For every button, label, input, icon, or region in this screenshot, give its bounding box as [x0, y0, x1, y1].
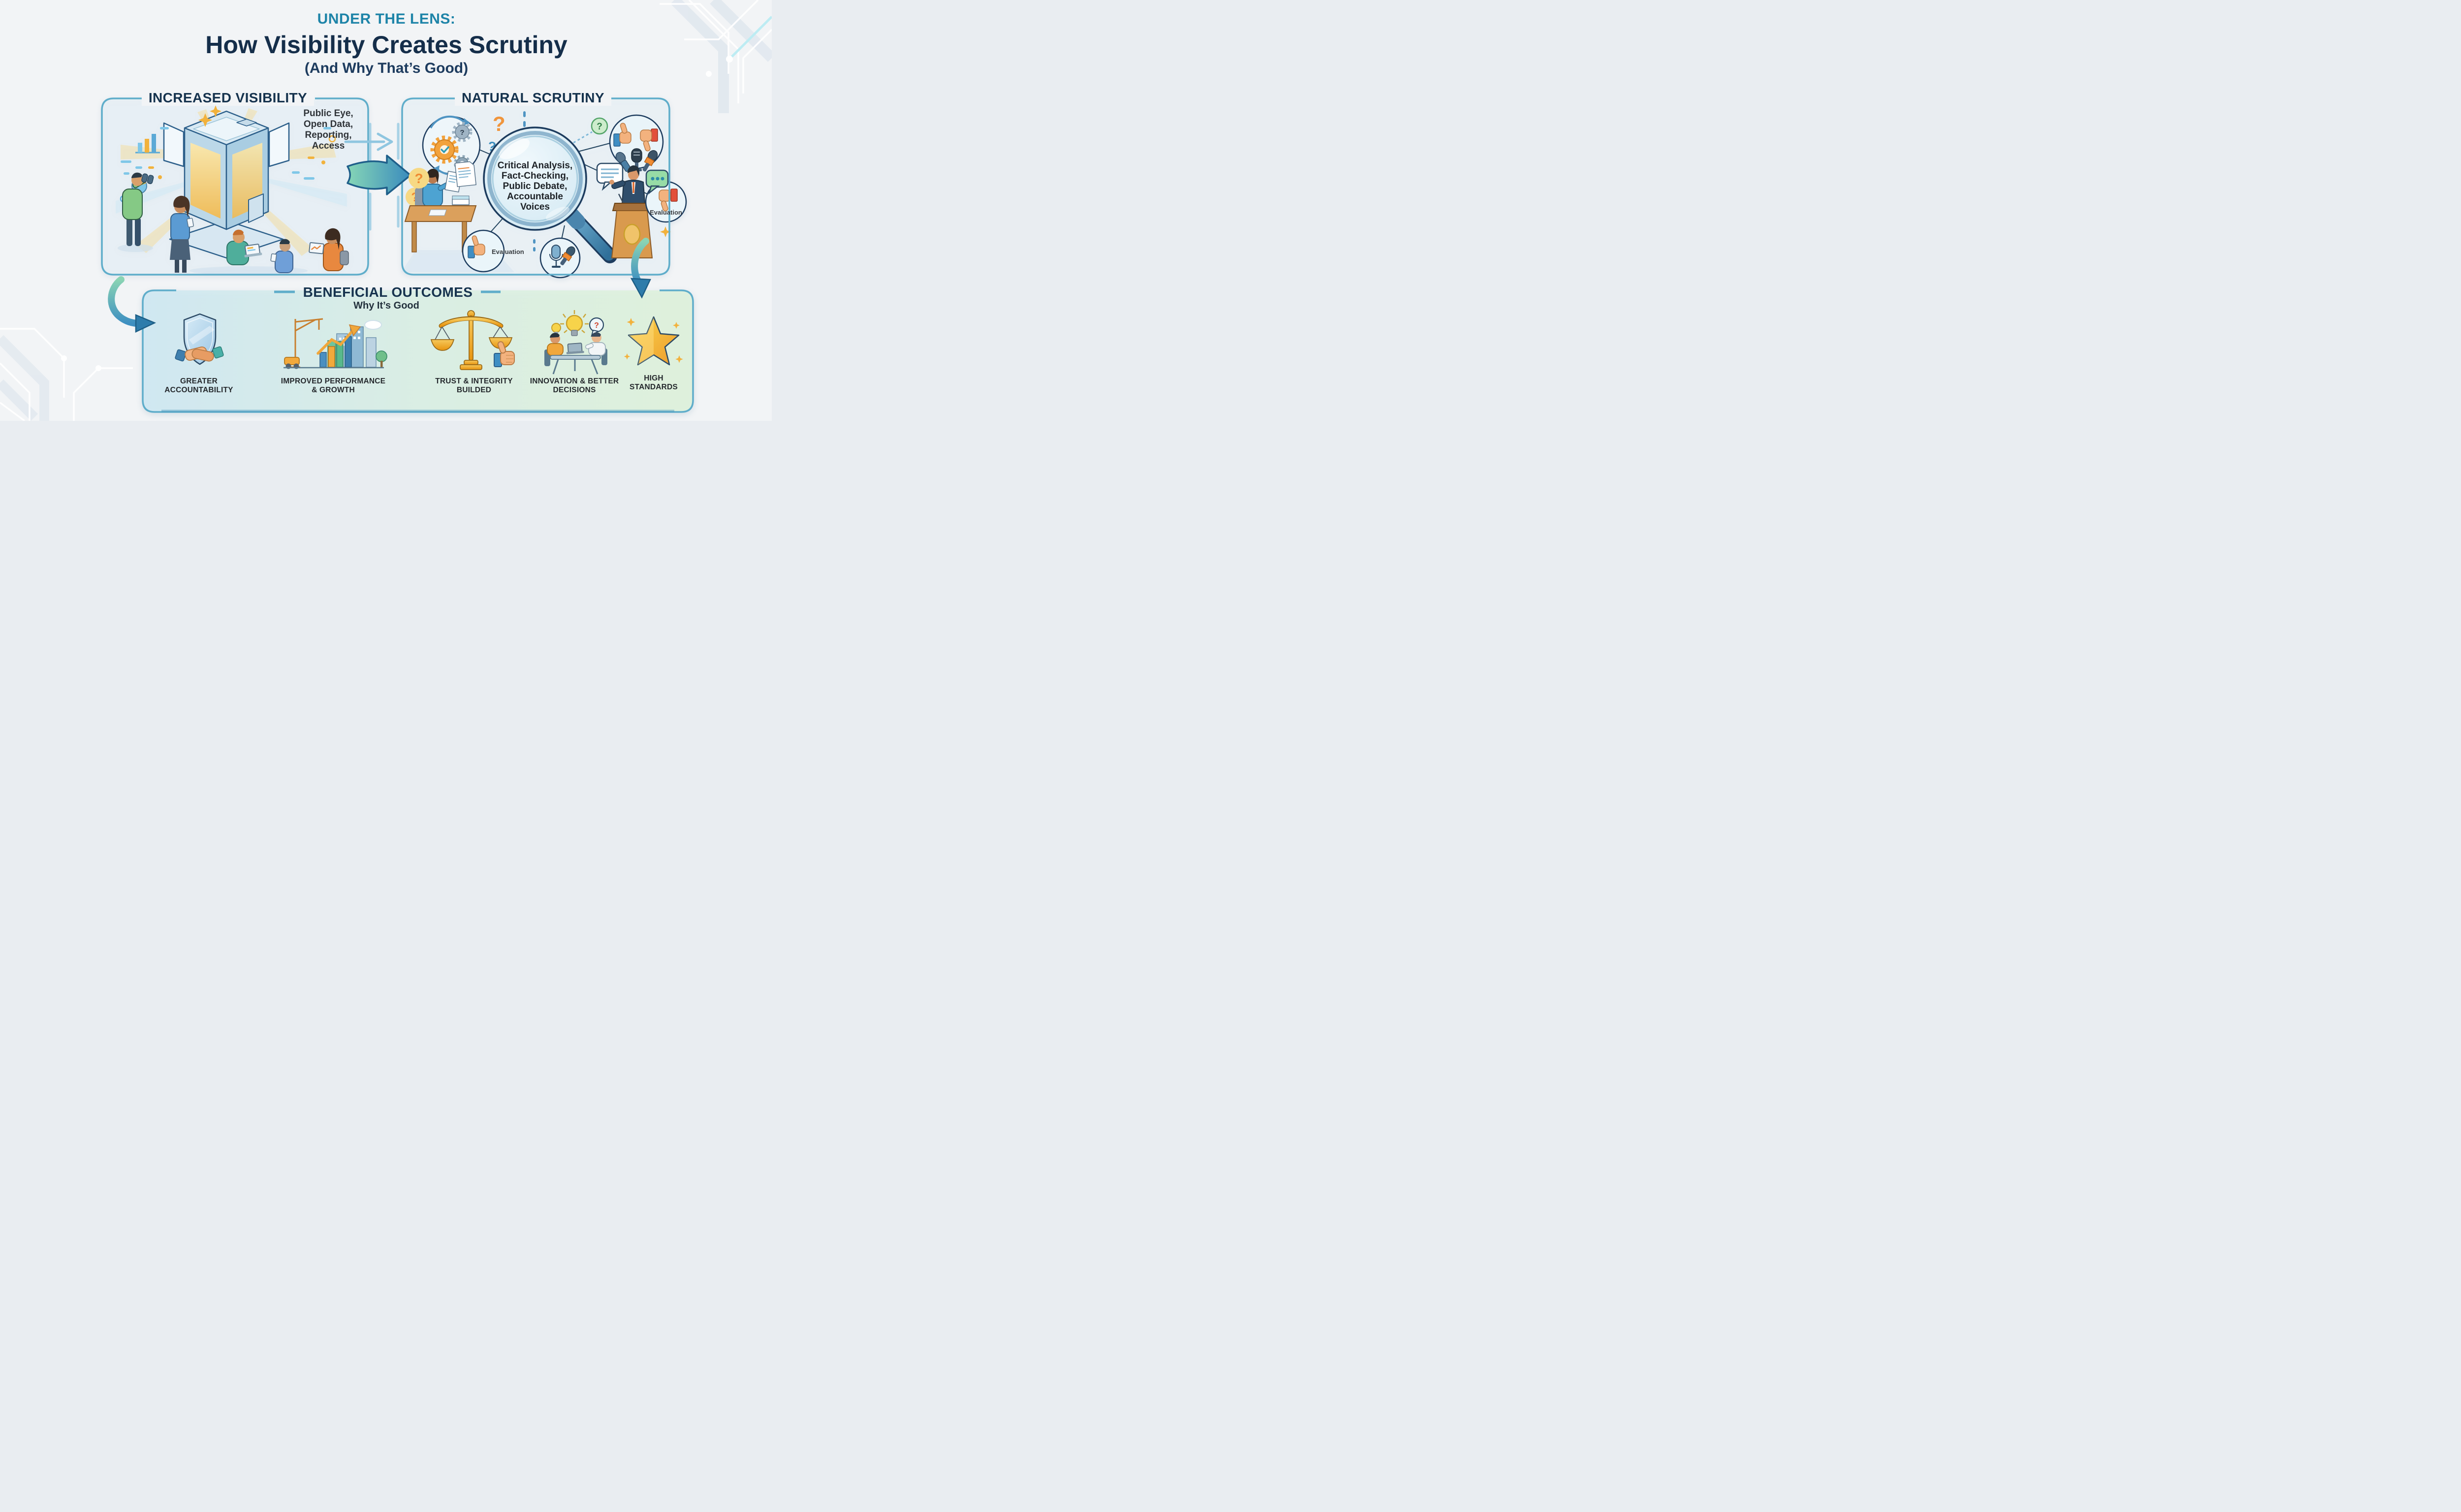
star-icon: [624, 316, 683, 366]
circuit-decoration-top-right: [660, 0, 772, 113]
svg-text:?: ?: [597, 122, 602, 132]
binoculars-person-icon: [122, 172, 154, 246]
magnifier-icon: [483, 126, 617, 263]
scales-thumbs-up-icon: [430, 310, 515, 370]
sparkle-icon: [198, 113, 212, 127]
bar-chart-icon: [135, 134, 160, 154]
svg-text:?: ?: [594, 321, 599, 330]
document-icon: [454, 161, 476, 188]
outcome-label: HIGH STANDARDS: [630, 374, 678, 391]
thumbs-up-icon: [494, 341, 515, 367]
visibility-note: Public Eye, Open Data, Reporting, Access: [291, 108, 365, 152]
phone-person-icon: [170, 195, 194, 273]
gears-icon: ?: [422, 115, 481, 176]
chat-bubble-icon: [645, 169, 669, 195]
evaluation-label-left: Evaluation: [492, 248, 524, 255]
outcomes-box-title: BENEFICIAL OUTCOMES: [303, 284, 473, 300]
speaker-podium-icon: [596, 162, 653, 258]
flow-lines-decoration: [369, 123, 400, 231]
growth-chart-icon: [284, 318, 387, 369]
note-line: Access: [312, 141, 345, 151]
note-line: Open Data,: [303, 119, 353, 129]
note-line: Public Eye,: [303, 108, 353, 119]
data-dashes-decoration: [121, 127, 331, 180]
increased-visibility-box: [101, 97, 369, 276]
lens-text: Critical Analysis, Fact-Checking, Public…: [491, 160, 579, 212]
analyst-desk-icon: [401, 161, 514, 272]
phone-person-icon: [270, 239, 293, 273]
note-line: Reporting,: [305, 130, 352, 140]
sparkle-icon: [660, 226, 671, 237]
evaluation-thumbs-up-icon: [462, 229, 505, 273]
lens-line: Accountable Voices: [506, 191, 564, 212]
lens-line: Public Debate,: [503, 181, 568, 191]
infographic-canvas: UNDER THE LENS: How Visibility Creates S…: [0, 0, 772, 421]
team-ideas-icon: ?: [544, 310, 607, 375]
outcomes-subtitle: Why It’s Good: [353, 300, 419, 311]
evaluation-label-right: Evaluation: [650, 209, 682, 216]
data-dots-decoration: [148, 157, 325, 179]
page-title: How Visibility Creates Scrutiny: [205, 31, 568, 59]
shield-handshake-icon: [175, 313, 224, 365]
title-subtitle: (And Why That’s Good): [304, 60, 469, 76]
laptop-person-icon: [226, 229, 262, 265]
lens-line: Critical Analysis,: [497, 160, 573, 171]
svg-text:?: ?: [493, 112, 505, 135]
speech-bubble-icon: [596, 162, 624, 191]
lens-line: Fact-Checking,: [501, 171, 569, 181]
lightbulb-icon: [551, 310, 589, 336]
scrutiny-box-title: NATURAL SCRUTINY: [454, 90, 612, 106]
outcome-label: GREATER ACCOUNTABILITY: [164, 377, 233, 394]
outcome-label: TRUST & INTEGRITY BUILDED: [435, 377, 513, 394]
evaluation-thumbs-down-icon: [645, 181, 687, 223]
laptop-person-icon: [309, 228, 349, 271]
title-kicker: UNDER THE LENS:: [317, 11, 456, 27]
visibility-box-title: INCREASED VISIBILITY: [141, 90, 315, 106]
circuit-decoration-bottom-left: [0, 328, 133, 421]
sparkles-decoration: [624, 318, 683, 363]
svg-text:?: ?: [460, 128, 464, 137]
natural-scrutiny-box: ? ? ? ? ?: [401, 97, 687, 279]
beneficial-outcomes-box: [142, 289, 694, 413]
outcome-label: IMPROVED PERFORMANCE & GROWTH: [281, 377, 386, 394]
press-microphones-icon: [539, 237, 581, 279]
meeting-table-icon: [544, 332, 607, 375]
outcome-label: INNOVATION & BETTER DECISIONS: [530, 377, 619, 394]
observers-group: [118, 172, 349, 275]
